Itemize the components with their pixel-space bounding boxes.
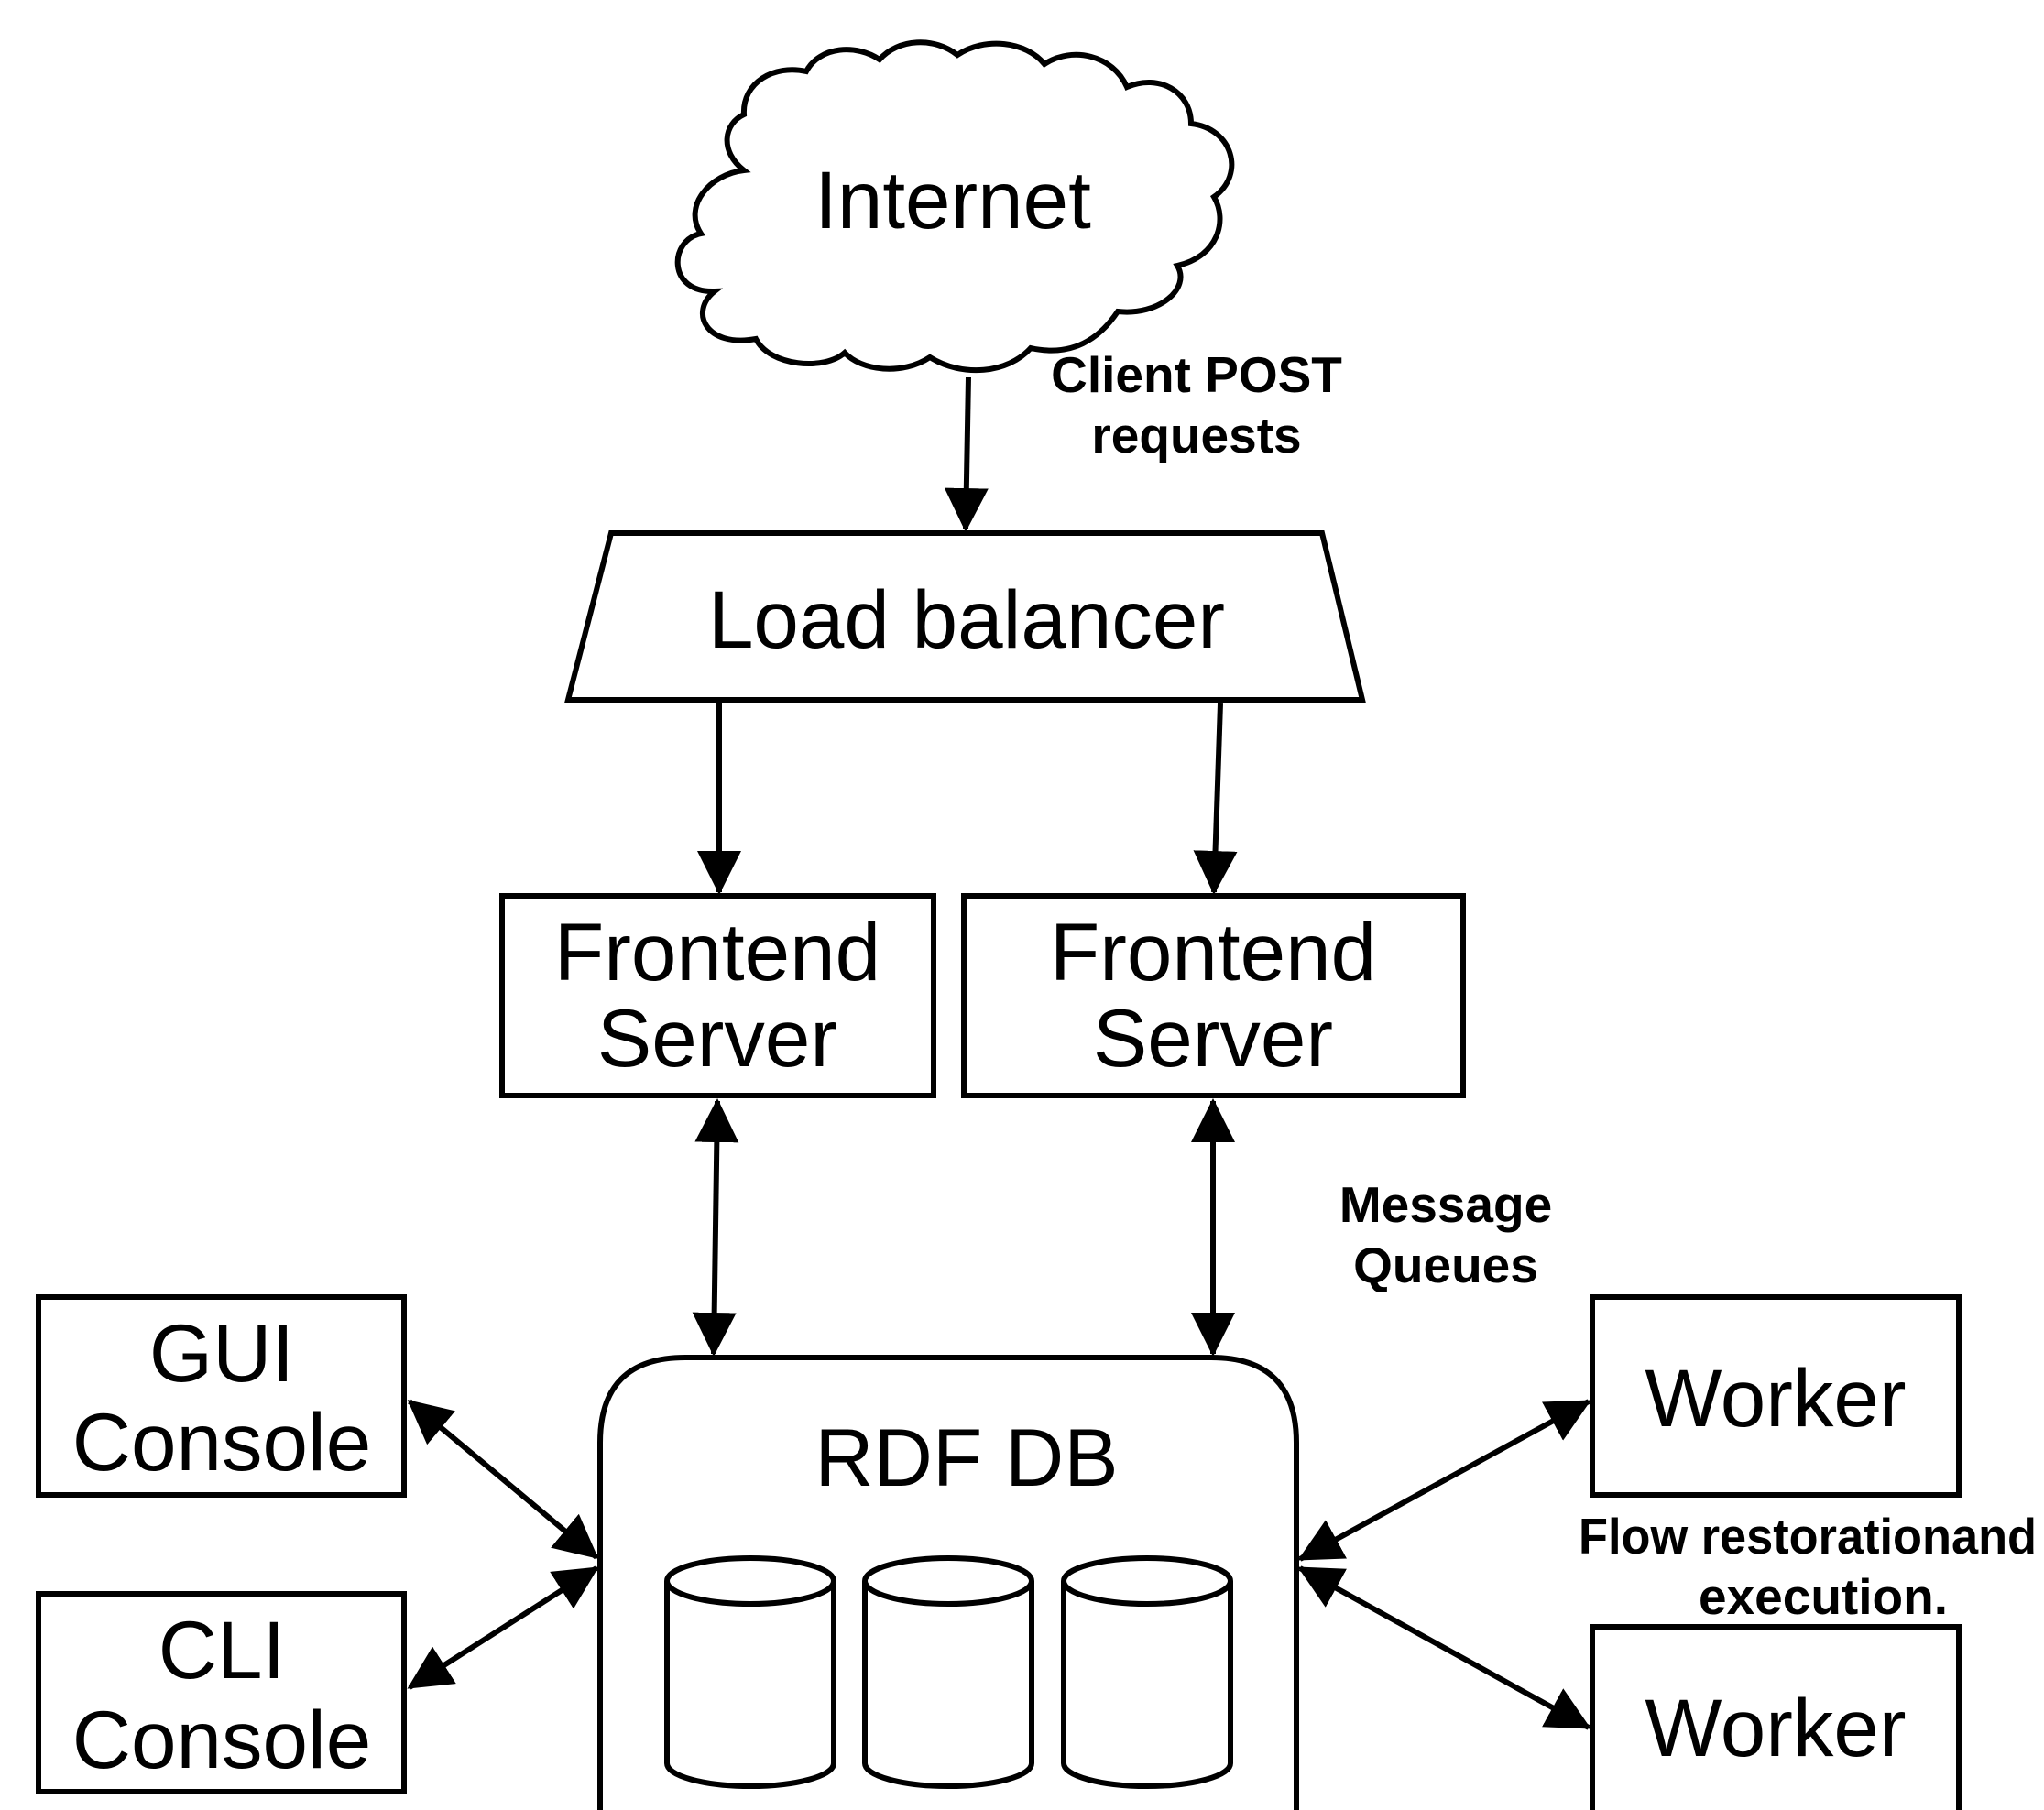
flow-restoration-line1: Flow restorationand <box>1579 1508 2037 1565</box>
cli-console: CLI Console <box>36 1591 407 1794</box>
cli-console-line1: CLI <box>158 1604 286 1696</box>
frontend-server-2-line1: Frontend <box>1050 906 1376 998</box>
frontend-server-2-line2: Server <box>1093 992 1333 1084</box>
frontend-server-1-box <box>499 893 936 1098</box>
edge-frontend-1-rdf-db <box>692 1098 739 1357</box>
edge-gui-console-rdf-db <box>407 1399 599 1560</box>
load-balancer-shape <box>564 530 1366 703</box>
internet-label: Internet <box>814 154 1091 245</box>
edge-internet-to-load-balancer <box>944 376 989 532</box>
cli-console-box <box>36 1591 407 1794</box>
gui-console: GUI Console <box>36 1294 407 1498</box>
worker-2-box <box>1590 1624 1962 1810</box>
gui-console-line1: GUI <box>149 1307 294 1399</box>
worker-1: Worker <box>1590 1294 1962 1498</box>
edge-worker-1-rdf-db <box>1297 1399 1591 1562</box>
cloud-shape <box>674 39 1235 374</box>
worker-2-label: Worker <box>1645 1682 1906 1773</box>
client-post-line1: Client POST <box>1051 346 1342 403</box>
gui-console-box <box>36 1294 407 1498</box>
message-queues-line2: Queues <box>1353 1237 1538 1293</box>
load-balancer-label: Load balancer <box>708 573 1225 665</box>
flow-restoration-label: Flow restorationand execution. <box>1579 1508 2037 1625</box>
edge-load-balancer-to-frontend-2 <box>1193 703 1238 895</box>
worker-1-label: Worker <box>1645 1352 1906 1444</box>
rdf-db-label: RDF DB <box>814 1412 1118 1503</box>
edge-cli-console-rdf-db <box>407 1565 599 1690</box>
database-cylinder-1 <box>664 1555 836 1789</box>
worker-2: Worker <box>1590 1624 1962 1810</box>
frontend-server-1: Frontend Server <box>499 893 936 1098</box>
frontend-server-2-box <box>961 893 1466 1098</box>
frontend-server-2: Frontend Server <box>961 893 1466 1098</box>
edge-worker-2-rdf-db <box>1297 1565 1591 1730</box>
frontend-server-1-line2: Server <box>597 992 837 1084</box>
rdf-db: RDF DB <box>597 1355 1299 1810</box>
message-queues-label: Message Queues <box>1339 1176 1552 1293</box>
message-queues-line1: Message <box>1339 1176 1552 1233</box>
client-post-line2: requests <box>1091 407 1301 463</box>
cli-console-line2: Console <box>72 1694 372 1785</box>
client-post-requests-label: Client POST requests <box>1051 346 1342 463</box>
load-balancer: Load balancer <box>564 530 1366 703</box>
internet-cloud: Internet <box>674 39 1235 374</box>
database-cylinder-3 <box>1061 1555 1233 1789</box>
database-cylinder-2 <box>862 1555 1034 1789</box>
flow-restoration-line2: execution. <box>1699 1568 1948 1625</box>
frontend-server-1-line1: Frontend <box>554 906 880 998</box>
gui-console-line2: Console <box>72 1396 372 1488</box>
worker-1-box <box>1590 1294 1962 1498</box>
